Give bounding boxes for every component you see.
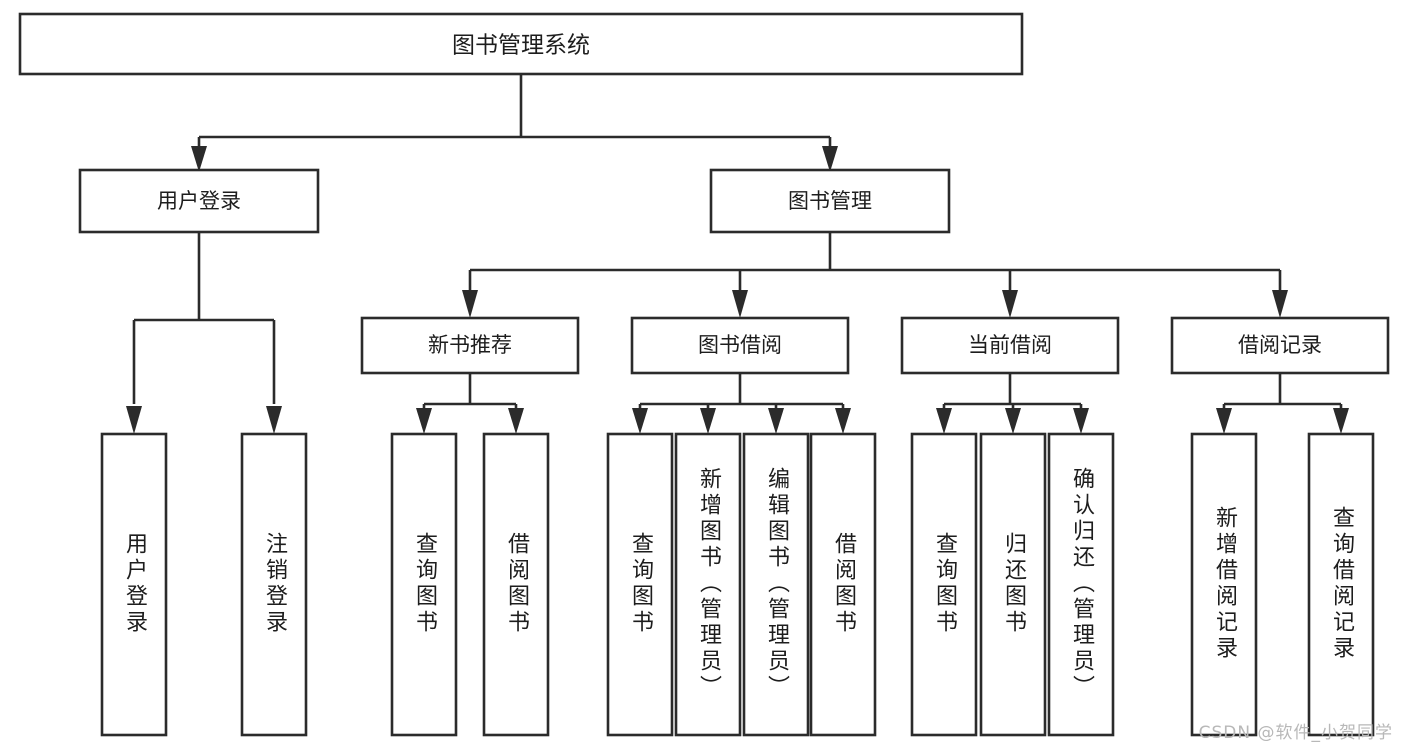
leaf-node[interactable]: 注销登录: [240, 432, 308, 737]
leaf-box-borrow-record-1[interactable]: [1190, 432, 1258, 737]
leaf-box-borrow-record-2[interactable]: [1307, 432, 1375, 737]
leaf-node[interactable]: 查询图书: [910, 432, 978, 737]
arrow-user-login-leaf1: [126, 406, 142, 434]
leaf-node[interactable]: 确认归还（管理员）: [1047, 432, 1115, 737]
arrow-borrow-record-leaf1: [1216, 408, 1232, 434]
leaf-label-current-borrow-2: 归还图书: [1001, 532, 1027, 636]
arrow-borrow-record: [1272, 290, 1288, 318]
user-login-label: 用户登录: [157, 189, 241, 213]
leaf-node[interactable]: 新增借阅记录: [1190, 432, 1258, 737]
node-book-borrow[interactable]: 图书借阅: [630, 316, 850, 375]
leaf-node[interactable]: 查询图书: [606, 432, 674, 737]
leaf-box-book-borrow-2[interactable]: [674, 432, 742, 737]
leaf-label-current-borrow-1: 查询图书: [932, 532, 958, 636]
leaf-node[interactable]: 借阅图书: [809, 432, 877, 737]
leaf-label-book-borrow-4: 借阅图书: [831, 532, 857, 636]
leaf-box-book-borrow-3[interactable]: [742, 432, 810, 737]
leaf-label-new-book-1: 查询图书: [412, 532, 438, 636]
arrow-user-login: [191, 146, 207, 172]
leaf-box-book-borrow-1[interactable]: [606, 432, 674, 737]
node-book-manage[interactable]: 图书管理: [709, 168, 951, 234]
connector-layer: [126, 74, 1349, 434]
arrow-book-borrow: [732, 290, 748, 318]
root-label: 图书管理系统: [452, 33, 590, 59]
leaf-node[interactable]: 新增图书（管理员）: [674, 432, 742, 737]
leaf-box-current-borrow-1[interactable]: [910, 432, 978, 737]
leaf-label-borrow-record-1: 新增借阅记录: [1212, 506, 1238, 662]
new-book-recommend-box[interactable]: [360, 316, 580, 375]
root-box[interactable]: [18, 12, 1024, 76]
leaf-node[interactable]: 用户登录: [100, 432, 168, 737]
leaf-node[interactable]: 借阅图书: [482, 432, 550, 737]
book-manage-label: 图书管理: [788, 189, 872, 213]
leaf-node[interactable]: 编辑图书（管理员）: [742, 432, 810, 737]
leaf-label-new-book-2: 借阅图书: [504, 532, 530, 636]
book-manage-box[interactable]: [709, 168, 951, 234]
current-borrow-box[interactable]: [900, 316, 1120, 375]
arrow-book-borrow-leaf3: [768, 408, 784, 434]
borrow-record-label: 借阅记录: [1238, 333, 1322, 357]
leaf-label-user-login-2: 注销登录: [262, 532, 288, 636]
arrow-borrow-record-leaf2: [1333, 408, 1349, 434]
node-borrow-record[interactable]: 借阅记录: [1170, 316, 1390, 375]
leaf-box-current-borrow-2[interactable]: [979, 432, 1047, 737]
node-user-login[interactable]: 用户登录: [78, 168, 320, 234]
arrow-book-manage: [822, 146, 838, 172]
arrow-new-book: [462, 290, 478, 318]
leaf-label-book-borrow-1: 查询图书: [628, 532, 654, 636]
leaf-label-current-borrow-3: 确认归还（管理员）: [1069, 467, 1095, 701]
current-borrow-label: 当前借阅: [968, 333, 1052, 357]
arrow-book-borrow-leaf4: [835, 408, 851, 434]
leaf-node[interactable]: 查询图书: [390, 432, 458, 737]
node-new-book-recommend[interactable]: 新书推荐: [360, 316, 580, 375]
arrow-current-borrow-leaf1: [936, 408, 952, 434]
leaf-box-user-login-2[interactable]: [240, 432, 308, 737]
arrow-new-book-leaf2: [508, 408, 524, 434]
arrow-new-book-leaf1: [416, 408, 432, 434]
node-current-borrow[interactable]: 当前借阅: [900, 316, 1120, 375]
leaf-box-user-login-1[interactable]: [100, 432, 168, 737]
leaf-label-borrow-record-2: 查询借阅记录: [1329, 506, 1355, 662]
user-login-box[interactable]: [78, 168, 320, 234]
arrow-book-borrow-leaf1: [632, 408, 648, 434]
leaf-box-current-borrow-3[interactable]: [1047, 432, 1115, 737]
book-borrow-box[interactable]: [630, 316, 850, 375]
arrow-user-login-leaf2: [266, 406, 282, 434]
leaf-node[interactable]: 归还图书: [979, 432, 1047, 737]
leaf-box-new-book-2[interactable]: [482, 432, 550, 737]
leaf-node[interactable]: 查询借阅记录: [1307, 432, 1375, 737]
node-root[interactable]: 图书管理系统: [18, 12, 1024, 76]
arrow-current-borrow: [1002, 290, 1018, 318]
leaf-label-user-login-1: 用户登录: [122, 532, 148, 636]
leaf-box-book-borrow-4[interactable]: [809, 432, 877, 737]
leaf-box-new-book-1[interactable]: [390, 432, 458, 737]
leaf-label-book-borrow-3: 编辑图书（管理员）: [764, 467, 790, 701]
borrow-record-box[interactable]: [1170, 316, 1390, 375]
arrow-book-borrow-leaf2: [700, 408, 716, 434]
arrow-current-borrow-leaf3: [1073, 408, 1089, 434]
arrow-current-borrow-leaf2: [1005, 408, 1021, 434]
leaf-label-book-borrow-2: 新增图书（管理员）: [696, 467, 722, 701]
book-borrow-label: 图书借阅: [698, 333, 782, 357]
new-book-recommend-label: 新书推荐: [428, 333, 512, 357]
